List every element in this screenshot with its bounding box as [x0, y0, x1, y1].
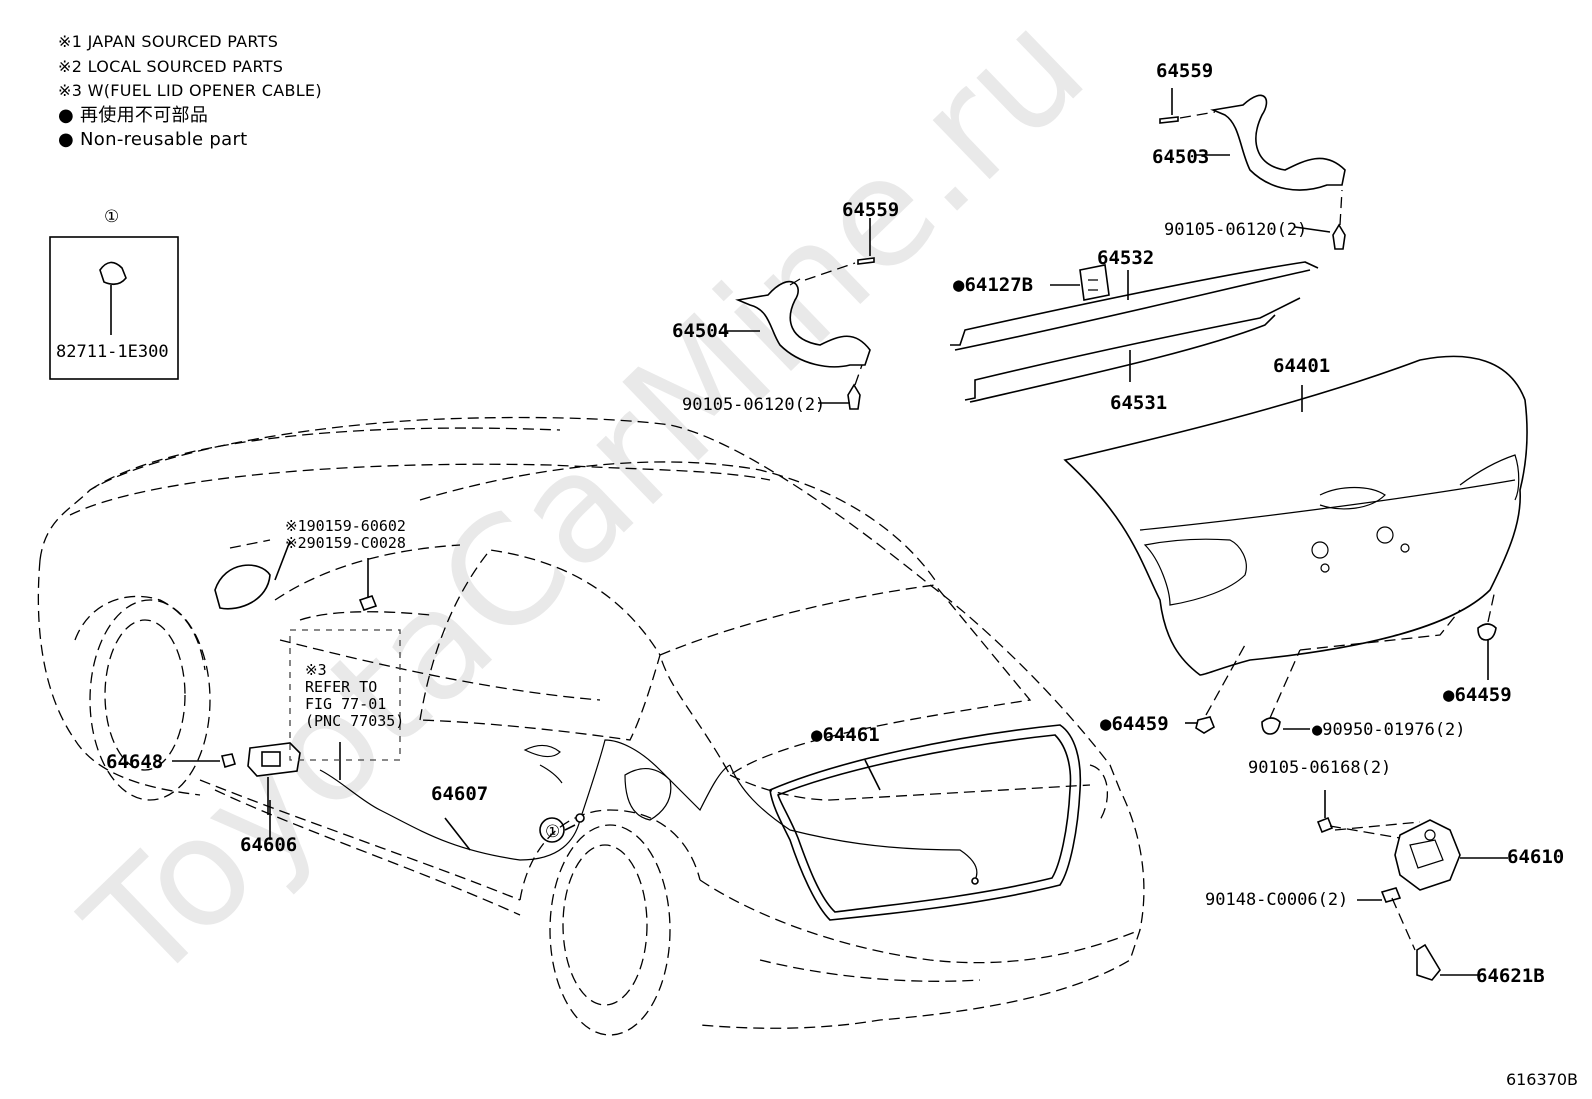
refer-line-3: (PNC 77035): [305, 712, 404, 730]
refer-line-2: FIG 77-01: [305, 695, 386, 713]
label-64503: 64503: [1152, 146, 1209, 168]
car-marker: ①: [545, 822, 560, 842]
legend-nonreusable-jp: ● 再使用不可部品: [58, 104, 209, 126]
label-64559-left: 64559: [842, 199, 899, 221]
label-90148-C0006: 90148-C0006(2): [1205, 890, 1348, 910]
label-64559-top: 64559: [1156, 60, 1213, 82]
car-body: [37, 416, 1145, 1036]
trunk-lid-64401: [1063, 355, 1528, 676]
inset-marker: ①: [104, 207, 119, 227]
legend-note-3: ※3 W(FUEL LID OPENER CABLE): [58, 81, 322, 100]
inset-box: ① 82711-1E300: [49, 207, 179, 380]
legend: ※1 JAPAN SOURCED PARTS ※2 LOCAL SOURCED …: [58, 30, 322, 153]
watermark: ToyotaCarMine.ru: [53, 0, 1117, 1017]
striker-64621B: [1380, 887, 1441, 981]
label-64401: 64401: [1273, 355, 1330, 377]
legend-note-1: ※1 JAPAN SOURCED PARTS: [58, 32, 279, 51]
label-64607: 64607: [431, 783, 488, 805]
label-90950-01976: ●90950-01976(2): [1312, 720, 1466, 740]
bolt-90159: [358, 558, 378, 611]
opener-lever-64606: [247, 742, 301, 815]
document-number: 616370B: [1505, 1070, 1578, 1089]
inset-part-number: 82711-1E300: [56, 342, 169, 362]
weatherstrip-64461: [769, 724, 1082, 921]
legend-note-2: ※2 LOCAL SOURCED PARTS: [58, 56, 284, 76]
label-64127B: ●64127B: [953, 274, 1033, 296]
label-64461: ●64461: [811, 724, 880, 746]
label-90105-06120-right: 90105-06120(2): [1164, 220, 1307, 240]
label-64459-left: ●64459: [1100, 713, 1169, 735]
label-64504: 64504: [672, 320, 729, 342]
label-90159-C0028: ※290159-C0028: [285, 534, 406, 552]
refer-line-1: REFER TO: [305, 678, 377, 696]
label-64648: 64648: [106, 751, 163, 773]
label-64621B: 64621B: [1476, 965, 1545, 987]
label-64532: 64532: [1097, 247, 1154, 269]
label-64459-right: ●64459: [1443, 684, 1512, 706]
hinge-64503: [1159, 94, 1346, 250]
label-64531: 64531: [1110, 392, 1167, 414]
legend-nonreusable-en: ● Non-reusable part: [58, 129, 248, 150]
lock-64610: [1316, 816, 1461, 891]
stoppers: [1195, 589, 1497, 735]
label-64606: 64606: [240, 834, 297, 856]
label-64610: 64610: [1507, 846, 1564, 868]
refer-mark: ※3: [305, 661, 327, 679]
label-90159-60602: ※190159-60602: [285, 517, 406, 535]
label-90105-06168: 90105-06168(2): [1248, 758, 1391, 778]
torsion-bars: [950, 261, 1319, 403]
label-90105-06120-left: 90105-06120(2): [682, 395, 825, 415]
hinge-64504: [735, 257, 875, 410]
